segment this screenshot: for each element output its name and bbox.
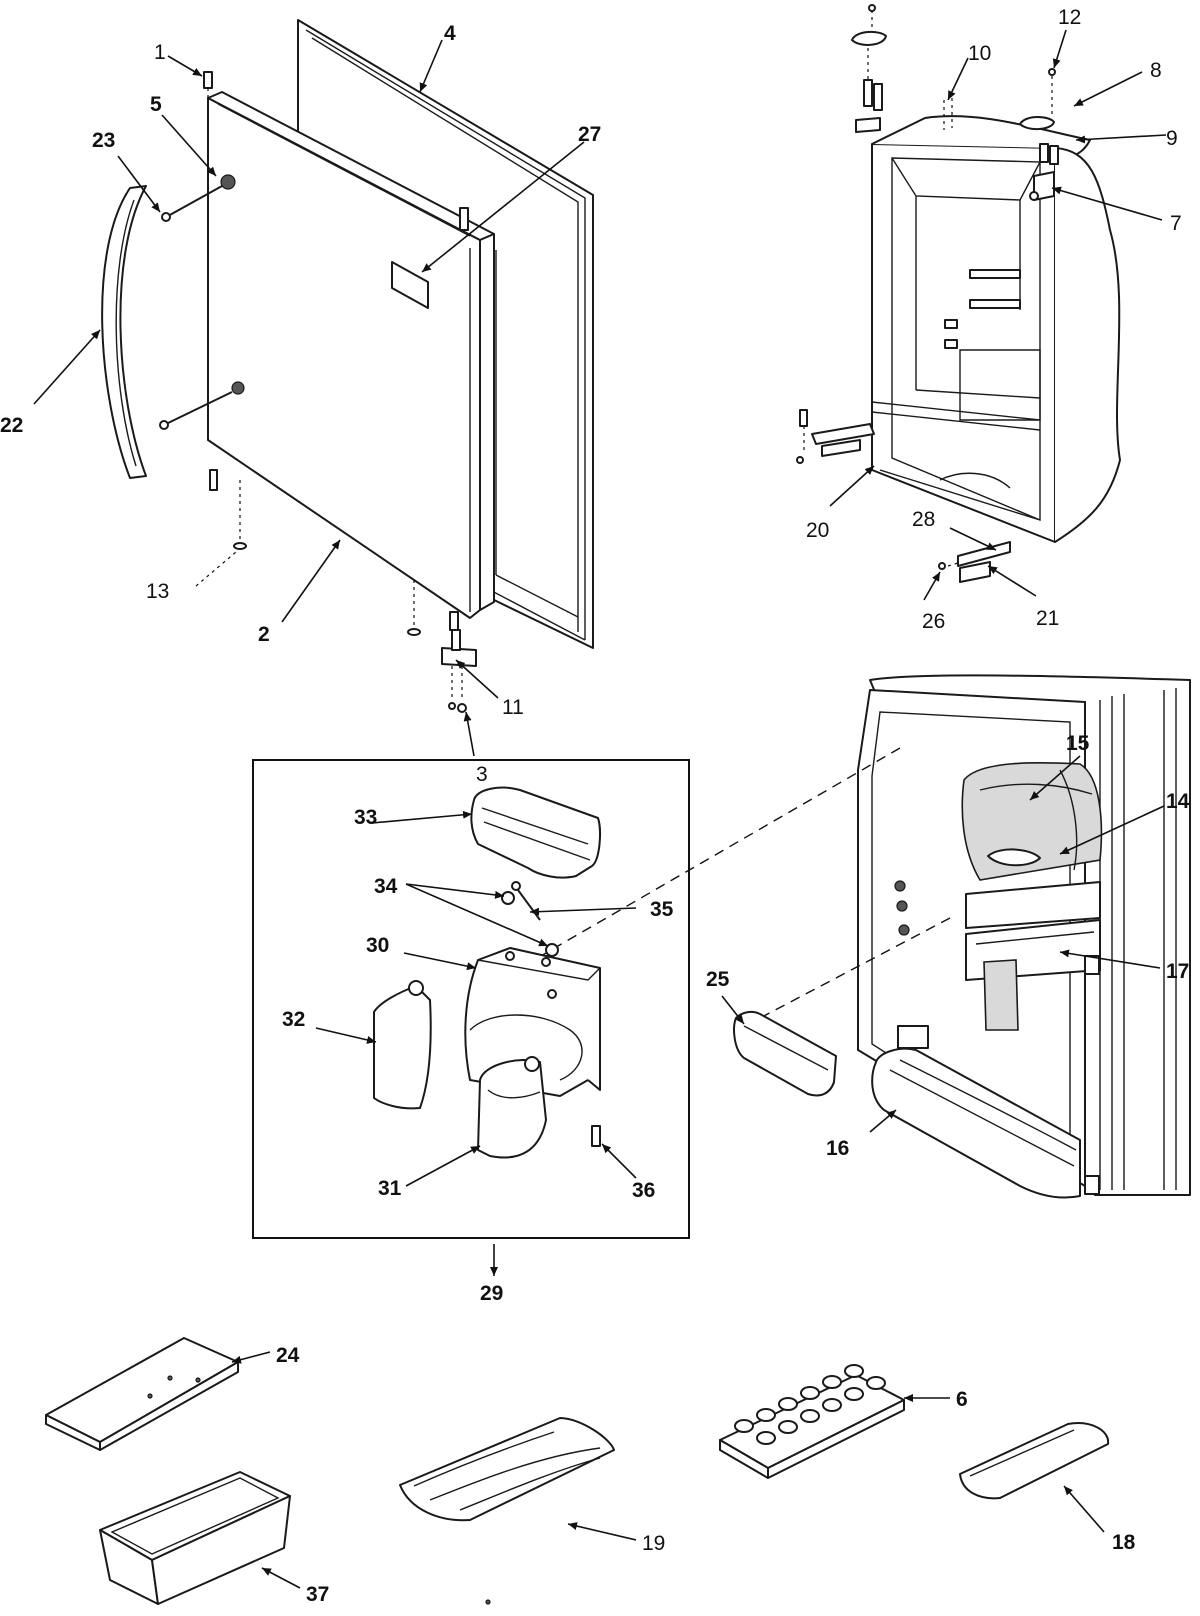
egg-cup [822, 1398, 842, 1412]
callout-17: 17 [1166, 960, 1189, 983]
stray-dot [485, 1599, 491, 1605]
shelf-24 [45, 1337, 239, 1451]
callout-7: 7 [1170, 212, 1182, 235]
callout-18: 18 [1112, 1531, 1136, 1554]
callout-27: 27 [578, 123, 601, 146]
callout-1: 1 [154, 41, 166, 64]
door-hardware [159, 71, 477, 713]
open-door-liner [857, 674, 1191, 1199]
ice-maker-kit-frame [252, 759, 690, 1239]
callout-6: 6 [956, 1388, 968, 1411]
callout-19: 19 [642, 1532, 665, 1555]
egg-cup [866, 1376, 886, 1390]
egg-cup [734, 1419, 754, 1433]
callout-24: 24 [276, 1344, 300, 1367]
callout-32: 32 [282, 1008, 305, 1031]
callout-12: 12 [1058, 6, 1081, 29]
callout-30: 30 [366, 934, 389, 957]
callout-22: 22 [0, 414, 23, 437]
ice-maker-parts [373, 786, 601, 1159]
egg-cup [844, 1387, 864, 1401]
alignment-line-1 [519, 747, 901, 969]
callout-16: 16 [826, 1137, 849, 1160]
callout-33: 33 [354, 806, 377, 829]
callout-14: 14 [1166, 790, 1190, 813]
leader-lines [33, 29, 1167, 1589]
callout-5: 5 [150, 93, 162, 116]
callout-29: 29 [480, 1282, 503, 1305]
cabinet [796, 4, 1121, 583]
callout-2: 2 [258, 623, 270, 646]
callout-10: 10 [968, 42, 991, 65]
callout-15: 15 [1066, 732, 1090, 755]
callout-37: 37 [306, 1583, 329, 1606]
callout-8: 8 [1150, 59, 1162, 82]
tray-19 [399, 1417, 615, 1522]
door-handle [101, 185, 147, 479]
door-panel [207, 91, 495, 619]
egg-cup [822, 1375, 842, 1389]
alignment-line-2 [759, 917, 951, 1019]
callout-13: 13 [146, 580, 169, 603]
callout-21: 21 [1036, 607, 1059, 630]
screw-1 [203, 71, 213, 89]
door-bin-small [733, 1010, 837, 1097]
callout-23: 23 [92, 129, 115, 152]
egg-cup [778, 1397, 798, 1411]
callout-26: 26 [922, 610, 945, 633]
callout-34: 34 [374, 875, 398, 898]
egg-cup [778, 1420, 798, 1434]
callout-numbers: 1 2 3 4 5 6 7 8 9 10 11 12 13 14 15 16 1… [0, 6, 1190, 1606]
callout-20: 20 [806, 519, 829, 542]
egg-cup [800, 1409, 820, 1423]
egg-cup [756, 1431, 776, 1445]
egg-cup [756, 1408, 776, 1422]
callout-31: 31 [378, 1177, 402, 1200]
egg-cup [844, 1364, 864, 1378]
crisper-37 [99, 1471, 291, 1605]
butter-dish-18 [959, 1422, 1110, 1500]
callout-35: 35 [650, 898, 674, 921]
callout-28: 28 [912, 508, 935, 531]
callout-4: 4 [444, 22, 456, 45]
callout-25: 25 [706, 968, 730, 991]
callout-9: 9 [1166, 127, 1178, 150]
callout-11: 11 [502, 696, 524, 719]
callout-36: 36 [632, 1179, 655, 1202]
egg-tray-6 [719, 1364, 905, 1479]
callout-3: 3 [476, 763, 488, 786]
egg-cup [800, 1386, 820, 1400]
